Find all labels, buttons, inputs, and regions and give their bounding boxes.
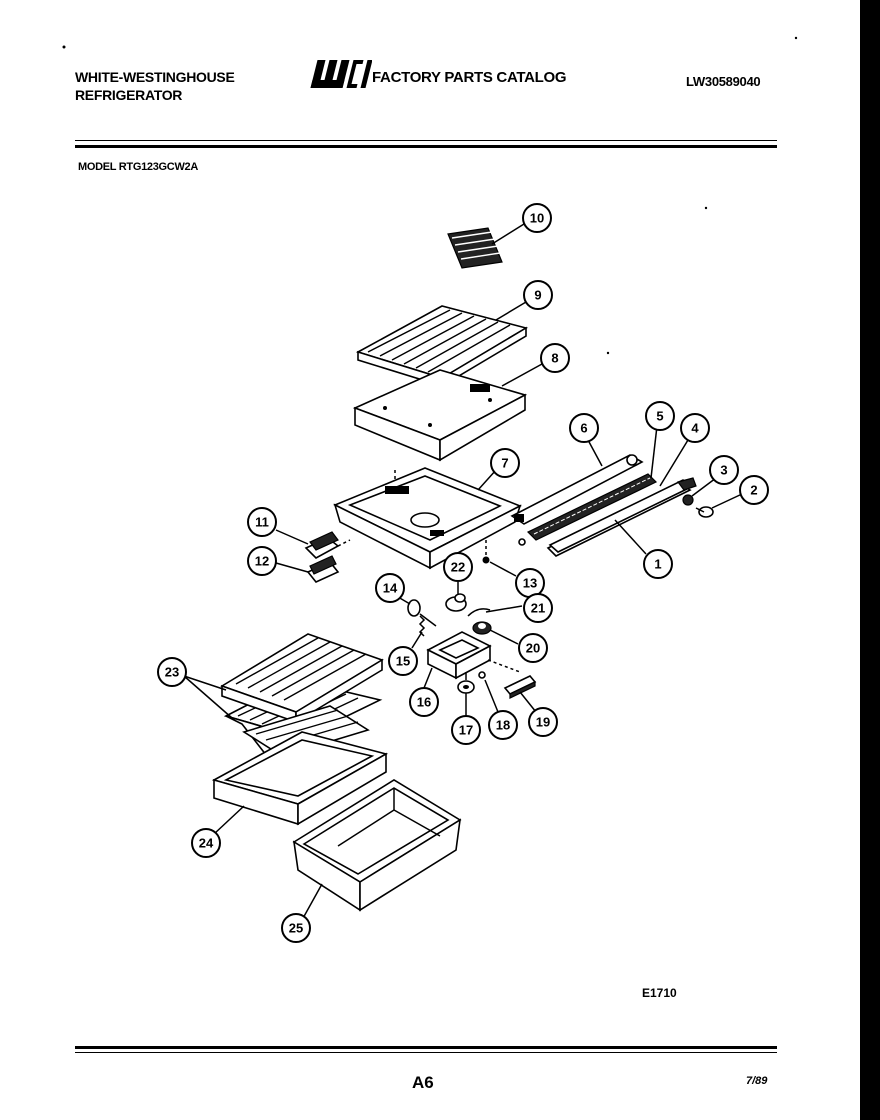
document-number: LW30589040 [686, 74, 761, 89]
part-18-screw [478, 671, 486, 679]
part-20-damper-knob [472, 621, 492, 635]
part-24-crisper-lid [211, 731, 389, 826]
callout-12: 12 [247, 546, 277, 576]
callout-19: 19 [528, 707, 558, 737]
svg-text:9: 9 [534, 288, 541, 303]
part-21-clip [467, 608, 491, 617]
part-1-lower-rail [548, 477, 697, 553]
header-rule-thin [75, 140, 777, 141]
callout-3: 3 [709, 455, 739, 485]
svg-text:25: 25 [289, 921, 303, 936]
part-25-crisper-drawer [292, 779, 462, 912]
footer-rule-thin [75, 1052, 777, 1053]
figure-code: E1710 [642, 986, 677, 1000]
svg-text:5: 5 [656, 409, 663, 424]
brand-line-2: REFRIGERATOR [75, 87, 183, 103]
callout-4: 4 [680, 413, 710, 443]
svg-text:24: 24 [199, 836, 214, 851]
callout-15: 15 [388, 646, 418, 676]
svg-text:2: 2 [750, 483, 757, 498]
callout-25: 25 [281, 913, 311, 943]
part-8-shelf-frame [352, 369, 528, 462]
part-6-support-rail [510, 454, 644, 525]
callout-23: 23 [157, 657, 187, 687]
header-rule-thick [75, 145, 777, 148]
part-15-spring [418, 613, 437, 637]
scan-speck [606, 351, 610, 355]
part-10-vent-grille [447, 227, 503, 269]
brand-line-1: WHITE-WESTINGHOUSE [75, 69, 235, 85]
callout-16: 16 [409, 687, 439, 717]
svg-text:14: 14 [383, 581, 398, 596]
svg-text:10: 10 [530, 211, 544, 226]
callout-21: 21 [523, 593, 553, 623]
svg-text:1: 1 [654, 557, 661, 572]
callout-11: 11 [247, 507, 277, 537]
part-12-bracket [306, 555, 340, 583]
catalog-title: FACTORY PARTS CATALOG [372, 69, 567, 86]
date-code: 7/89 [746, 1075, 768, 1087]
svg-text:11: 11 [255, 515, 269, 530]
callout-1: 1 [643, 549, 673, 579]
callout-22: 22 [443, 552, 473, 582]
model-number: MODEL RTG123GCW2A [78, 161, 198, 173]
svg-text:4: 4 [691, 421, 699, 436]
part-17-washer [457, 672, 475, 694]
scan-speck [794, 36, 798, 40]
svg-text:20: 20 [526, 641, 540, 656]
svg-text:22: 22 [451, 560, 465, 575]
callout-13: 13 [515, 568, 545, 598]
footer-rule-thick [75, 1046, 777, 1049]
part-19-plate [487, 659, 537, 699]
brand-block: WHITE-WESTINGHOUSE REFRIGERATOR [75, 68, 235, 104]
svg-text:8: 8 [551, 351, 558, 366]
callout-8: 8 [540, 343, 570, 373]
part-3-end-cap [682, 494, 694, 506]
wci-logo-mark [310, 60, 372, 88]
part-22-knob [445, 593, 467, 612]
scan-speck [704, 206, 708, 210]
svg-text:12: 12 [255, 554, 269, 569]
callout-2: 2 [739, 475, 769, 505]
part-5-grooved-rail [518, 473, 658, 546]
part-2-screw [695, 506, 714, 518]
svg-text:7: 7 [501, 456, 508, 471]
svg-text:17: 17 [459, 723, 473, 738]
callout-7: 7 [490, 448, 520, 478]
svg-text:21: 21 [531, 601, 545, 616]
svg-text:18: 18 [496, 718, 510, 733]
svg-text:3: 3 [720, 463, 727, 478]
part-16-control-housing [426, 631, 492, 680]
page-edge-right [860, 0, 880, 1120]
callout-20: 20 [518, 633, 548, 663]
svg-text:6: 6 [580, 421, 587, 436]
part-9-wire-shelf [355, 305, 529, 388]
scan-speck [62, 45, 66, 49]
callout-14: 14 [375, 573, 405, 603]
callout-24: 24 [191, 828, 221, 858]
svg-text:15: 15 [396, 654, 410, 669]
callout-17: 17 [451, 715, 481, 745]
part-23-shelf-upper [220, 633, 384, 724]
callout-9: 9 [523, 280, 553, 310]
svg-text:13: 13 [523, 576, 537, 591]
svg-text:16: 16 [417, 695, 431, 710]
part-7-crisper-cover [333, 467, 522, 570]
svg-text:19: 19 [536, 715, 550, 730]
callout-18: 18 [488, 710, 518, 740]
part-11-bracket [304, 531, 340, 559]
callout-5: 5 [645, 401, 675, 431]
callout-6: 6 [569, 413, 599, 443]
page-number: A6 [412, 1073, 434, 1092]
part-14-cap [407, 599, 421, 617]
svg-text:23: 23 [165, 665, 179, 680]
wci-logo [310, 60, 372, 88]
callout-10: 10 [522, 203, 552, 233]
part-13-screw [482, 540, 490, 564]
